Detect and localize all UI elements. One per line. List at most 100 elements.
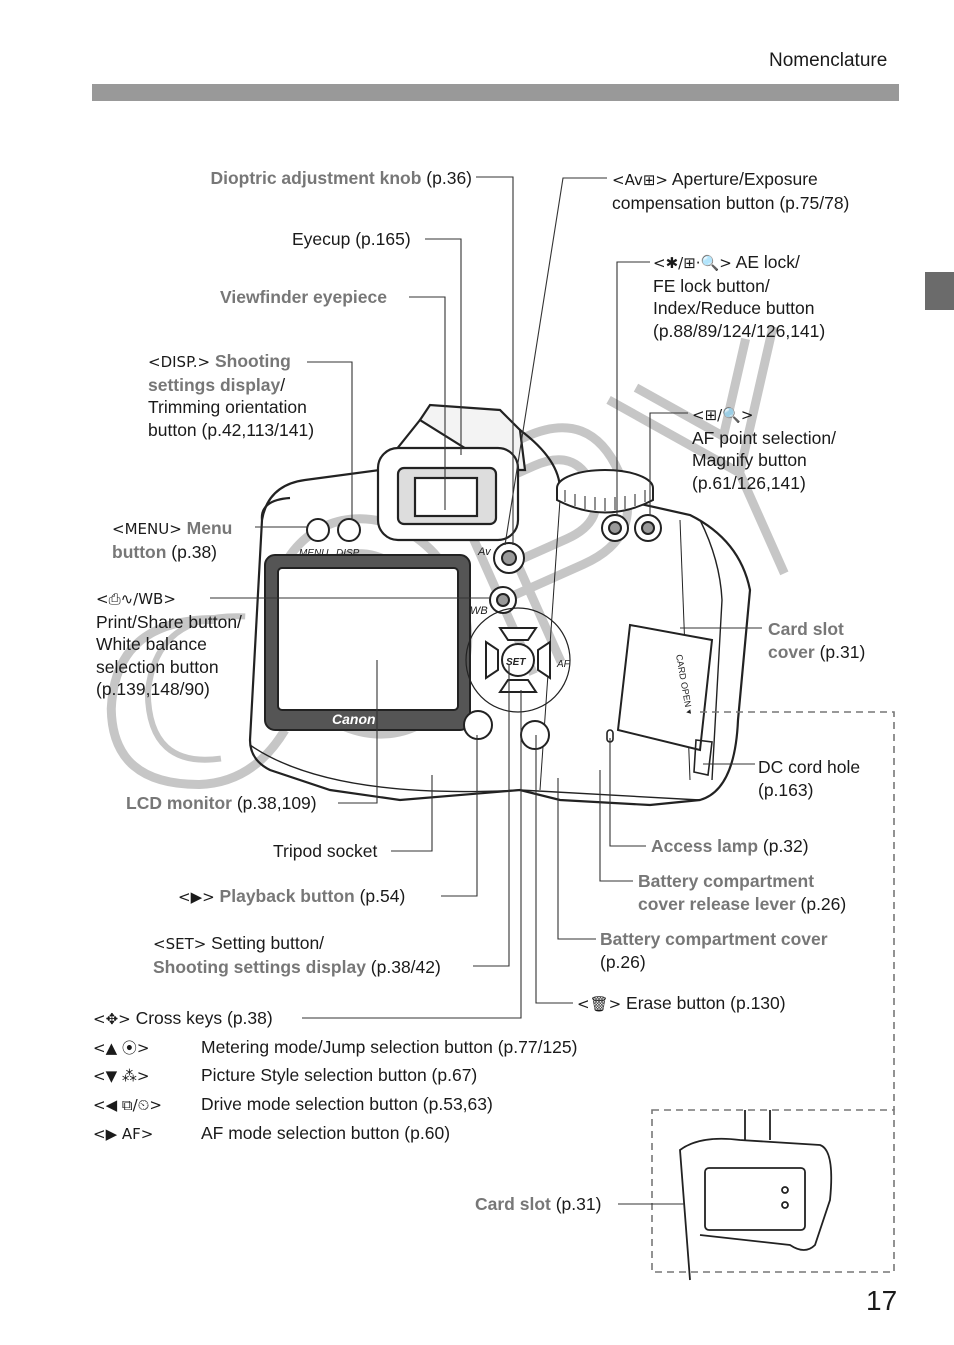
left-buttons (306, 518, 361, 542)
card-cover-label: Card slot cover (p.31) (768, 618, 865, 663)
list-item: <◀ ⧉/⏲> Drive mode selection button (p.53… (93, 1093, 493, 1116)
right-buttons (463, 514, 662, 750)
menu-bold2: button (112, 541, 167, 562)
cross-keys-icon: <✥> (93, 1010, 131, 1028)
ae-lock-icon: <✱/⊞·🔍> (653, 254, 732, 272)
disp-line3: Trimming orientation (148, 397, 307, 417)
drive-mode-icon: <◀ ⧉/⏲> (93, 1096, 162, 1114)
set-icon: <SET> (153, 935, 207, 953)
dc-line1: DC cord hole (758, 757, 861, 777)
ae-lock-label: <✱/⊞·🔍> AE lock/ FE lock button/ Index/R… (653, 251, 825, 342)
picture-style-icon: <▼ ⁂> (93, 1067, 150, 1085)
dioptric-label: Dioptric adjustment knob (p.36) (150, 167, 472, 190)
list-item: <▶ AF> AF mode selection button (p.60) (93, 1122, 450, 1145)
set-marking: SET (506, 657, 526, 668)
trash-icon: <🗑> (577, 995, 622, 1013)
disp-line4: button (p.42,113/141) (148, 419, 315, 440)
af-marking: AF (556, 659, 571, 670)
card-slot-ref: (p.31) (550, 1194, 602, 1214)
list-desc: AF mode selection button (p.60) (201, 1123, 451, 1143)
af-point-line2: AF point selection/ (692, 427, 836, 448)
disp-bold2: settings display (148, 374, 281, 395)
section-title: Nomenclature (769, 50, 888, 71)
page-number: 17 (866, 1285, 898, 1316)
card-cover-ref: (p.31) (814, 641, 866, 662)
tripod-label: Tripod socket (273, 841, 378, 861)
playback-ref: (p.54) (354, 886, 406, 906)
ae-line4: (p.88/89/124/126,141) (653, 320, 826, 341)
af-mode-icon: <▶ AF> (93, 1125, 154, 1143)
print-line3: White balance (96, 634, 207, 654)
card-slot-cover (616, 623, 714, 752)
battery-lever-bold: Battery compartment (638, 871, 815, 891)
viewfinder-label: Viewfinder eyepiece (220, 287, 387, 307)
access-lamp-label: Access lamp (p.32) (651, 835, 809, 858)
card-slot-bold: Card slot (475, 1194, 551, 1214)
setting-ref: (p.38/42) (365, 956, 441, 977)
list-desc: Metering mode/Jump selection button (p.7… (201, 1037, 578, 1057)
disp-marking: DISP. (336, 548, 361, 559)
chapter-tab (925, 272, 954, 310)
metering-icon: <▲ ⦿> (93, 1039, 150, 1057)
card-cover-bold: Card slot (768, 619, 844, 639)
print-line5: (p.139,148/90) (96, 679, 210, 699)
disp-bold: Shooting (210, 351, 291, 371)
menu-label: <MENU> Menu button (p.38) (112, 517, 232, 563)
playback-label: <▶> Playback button (p.54) (178, 885, 405, 909)
list-desc: Picture Style selection button (p.67) (201, 1065, 478, 1085)
print-share-icon: <⎙∿/WB> (96, 590, 176, 608)
av-exposure-icon: <Av⊞> (612, 171, 668, 189)
ae-line2: FE lock button/ (653, 275, 770, 296)
print-line4: selection button (96, 656, 219, 677)
wb-marking: WB (470, 605, 488, 617)
lcd-screen (264, 554, 471, 731)
setting-bold: Shooting settings display (153, 956, 366, 977)
dc-line2: (p.163) (758, 779, 814, 800)
print-line2: Print/Share button/ (96, 611, 242, 632)
battery-cover-label: Battery compartment cover (p.26) (600, 928, 828, 973)
battery-cover-ref: (p.26) (600, 951, 646, 972)
lcd-label: LCD monitor (p.38,109) (126, 792, 317, 815)
af-point-icon: <⊞/🔍> (692, 406, 754, 424)
card-slot-inset (679, 1110, 833, 1281)
leader-lines (210, 176, 762, 1205)
af-point-line4: (p.61/126,141) (692, 472, 806, 493)
inset-frame (651, 711, 895, 1273)
dioptric-name: Dioptric adjustment knob (210, 168, 422, 188)
ae-line1: AE lock/ (731, 252, 800, 272)
lcd-ref: (p.38,109) (231, 793, 317, 813)
af-point-label: <⊞/🔍> AF point selection/ Magnify button… (692, 403, 836, 494)
erase-label: <🗑> Erase button (p.130) (577, 992, 786, 1016)
list-desc: Drive mode selection button (p.53,63) (201, 1094, 493, 1114)
av-marking: Av (477, 546, 492, 558)
battery-lever-label: Battery compartment cover release lever … (638, 870, 846, 915)
list-item: <▲ ⦿> Metering mode/Jump selection button… (93, 1036, 577, 1059)
dc-cord-label: DC cord hole (p.163) (758, 756, 860, 801)
eyecup-label: Eyecup (p.165) (292, 229, 411, 249)
av-line1: Aperture/Exposure (667, 169, 818, 189)
access-ref: (p.32) (758, 836, 809, 856)
cross-keys-label: <✥> Cross keys (p.38) (93, 1007, 273, 1031)
menu-bold: Menu (181, 518, 233, 538)
card-cover-bold2: cover (768, 641, 815, 662)
cross-text: Cross keys (p.38) (130, 1008, 273, 1028)
av-label: <Av⊞> Aperture/Exposure compensation but… (612, 168, 849, 214)
dioptric-ref: (p.36) (421, 168, 472, 188)
print-label: <⎙∿/WB> Print/Share button/ White balanc… (96, 587, 242, 701)
disp-label: <DISP.> Shooting settings display/ Trimm… (148, 350, 314, 441)
header-bar (92, 84, 899, 101)
setting-line1: Setting button/ (206, 933, 325, 953)
ae-line3: Index/Reduce button (653, 298, 815, 318)
camera-base (249, 744, 701, 801)
viewfinder-assembly (376, 403, 527, 542)
erase-text: Erase button (p.130) (621, 993, 786, 1013)
battery-lever-ref: (p.26) (795, 893, 847, 914)
disp-rest: / (280, 374, 286, 395)
menu-ref: (p.38) (166, 541, 217, 562)
playback-icon: <▶> (178, 888, 215, 906)
card-slot-label: Card slot (p.31) (475, 1193, 601, 1216)
setting-label: <SET> Setting button/ Shooting settings … (153, 932, 441, 978)
disp-icon: <DISP.> (148, 353, 211, 371)
lcd-bold: LCD monitor (126, 793, 232, 813)
